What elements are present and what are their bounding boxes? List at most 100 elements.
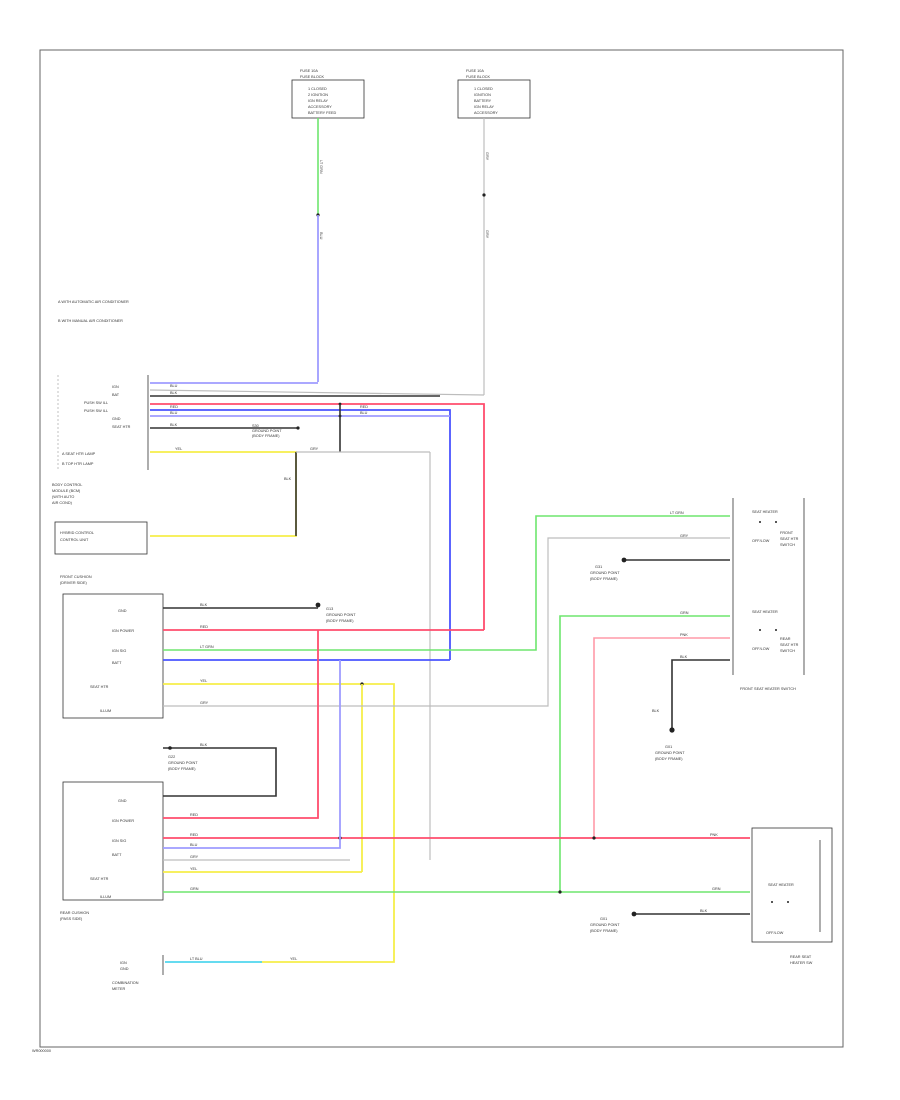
wire-label: BLK (680, 655, 688, 659)
wire-fshs-pink (593, 637, 730, 838)
fuse-right-box (457, 79, 531, 119)
wire-label: RED (190, 813, 198, 817)
wire-label: BLK (284, 477, 292, 481)
wire-label: LT BLU (190, 957, 203, 961)
wire-label: BLU (170, 411, 178, 415)
fuse-left-row: IGN RELAY (308, 99, 328, 103)
fuse-box-right: FUSE 10A FUSE BLOCK 1 CLOSED IGNITION BA… (457, 69, 531, 119)
heater-unit: IGN GND COMBINATION METER (112, 955, 164, 991)
wire-label: GRN (712, 887, 721, 891)
note-a: A WITH AUTOMATIC AIR CONDITIONER (58, 300, 129, 304)
splice-dot (482, 193, 486, 197)
bcm-pin: PUSH SW ILL (84, 401, 108, 405)
front-cushion-box (62, 593, 164, 719)
fshs-tag: OFF/LOW (752, 539, 770, 543)
splice-label: GROUND POINT (252, 429, 282, 433)
ground-label: GROUND POINT (326, 613, 356, 617)
fshs-name: REAR (780, 637, 791, 641)
wire-label: GRY (680, 534, 689, 538)
rear-cushion-name: REAR CUSHION (60, 911, 89, 915)
fuse-right-row: ACCESSORY (474, 111, 498, 115)
splice-label: S30 (252, 424, 259, 428)
fuse-left-title: FUSE 10A (300, 69, 318, 73)
splice-dot (558, 890, 562, 894)
wire-rc-red (163, 630, 319, 819)
rshs-tag: OFF/LOW (766, 931, 784, 935)
front-cushion-pin: ILLUM (100, 709, 111, 713)
wire-cm-loop (163, 747, 277, 797)
wire-fc-green (163, 515, 730, 651)
wire-label: BLU (319, 232, 323, 240)
front-cushion-pin: SEAT HTR (90, 685, 109, 689)
front-cushion-name: (DRIVER SIDE) (60, 581, 88, 585)
splice-dot (168, 746, 172, 750)
rshs-name: REAR SEAT (790, 955, 812, 959)
fshs-title: SEAT HEATER (752, 510, 778, 514)
front-cushion-pin: IGN POWER (112, 629, 134, 633)
wire-label: GRY (190, 855, 199, 859)
fshs-name: SWITCH (780, 649, 795, 653)
wire-label: BLK (652, 709, 660, 713)
bcm-name: (WITH AUTO (52, 495, 74, 499)
ground-point (315, 602, 321, 608)
bcm-sub-pin: B TOP HTR LAMP (62, 462, 94, 466)
fshs-title: SEAT HEATER (752, 610, 778, 614)
wire-label: GRY (485, 152, 489, 161)
wire-fc-gray (163, 537, 730, 707)
front-cushion-pin: IGN SIG (112, 649, 126, 653)
fuse-right-row: IGNITION (474, 93, 491, 97)
ground-label: GROUND POINT (168, 761, 198, 765)
wire-bcm-blue-2 (150, 409, 451, 660)
fuse-left-row: BATTERY FEED (308, 111, 337, 115)
heater-pin: IGN (120, 961, 127, 965)
hcu-name: CONTROL UNIT (60, 538, 89, 542)
diagram-frame (39, 49, 844, 1048)
ground-label: G01 (665, 745, 672, 749)
front-cushion-name: FRONT CUSHION (60, 575, 92, 579)
wire-label: BLK (200, 603, 208, 607)
fuse-right-title: FUSE 10A (466, 69, 484, 73)
wire-bcm-red (150, 403, 485, 630)
wire-label: YEL (290, 957, 297, 961)
hcu-box (54, 521, 148, 555)
splice-label: (BODY FRAME) (252, 434, 280, 438)
ground-label: GROUND POINT (590, 923, 620, 927)
ground-point (631, 911, 637, 917)
wire-label: RED (170, 405, 178, 409)
wire-label: BLU (170, 384, 178, 388)
switch-contact (775, 521, 777, 523)
wire-rc-blue (163, 660, 341, 849)
wire-fc-yellow (163, 683, 395, 963)
fshs-name: FRONT (780, 531, 794, 535)
front-cushion-pin: BATT (112, 661, 122, 665)
wire-fshs-green (559, 615, 730, 892)
bcm-pin: BAT (112, 393, 120, 397)
wire-label: BLU (360, 411, 368, 415)
splice-dot (592, 836, 596, 840)
fshs-name: SWITCH (780, 543, 795, 547)
switch-contact (775, 629, 777, 631)
wire-label: GRY (485, 230, 489, 239)
fuse-left-row: ACCESSORY (308, 105, 332, 109)
hcu-name: HYBRID CONTROL (60, 531, 94, 535)
rear-cushion-pin: IGN SIG (112, 839, 126, 843)
rear-cushion-pin: SEAT HTR (90, 877, 109, 881)
ground-label: GROUND POINT (655, 751, 685, 755)
rear-cushion-pin: IGN POWER (112, 819, 134, 823)
fuse-right-row: 1 CLOSED (474, 87, 493, 91)
fuse-right-row: IGN RELAY (474, 105, 494, 109)
front-cushion: FRONT CUSHION (DRIVER SIDE) GND IGN POWE… (60, 575, 164, 719)
fuse-left-row: 1 CLOSED (308, 87, 327, 91)
rshs-title: SEAT HEATER (768, 883, 794, 887)
ground-point (621, 557, 627, 563)
wire-label: PNK (680, 633, 688, 637)
fshs-tag: OFF/LOW (752, 647, 770, 651)
wire-label: GRY (310, 447, 319, 451)
switch-contact (759, 629, 761, 631)
ground-label: GROUND POINT (590, 571, 620, 575)
bcm-pin: PUSH SW ILL (84, 409, 108, 413)
wire-label: LT GRN (319, 160, 323, 174)
bcm-name: AIR COND) (52, 501, 73, 505)
wire-label: GRN (680, 611, 689, 615)
rear-cushion-pin: GND (118, 799, 127, 803)
